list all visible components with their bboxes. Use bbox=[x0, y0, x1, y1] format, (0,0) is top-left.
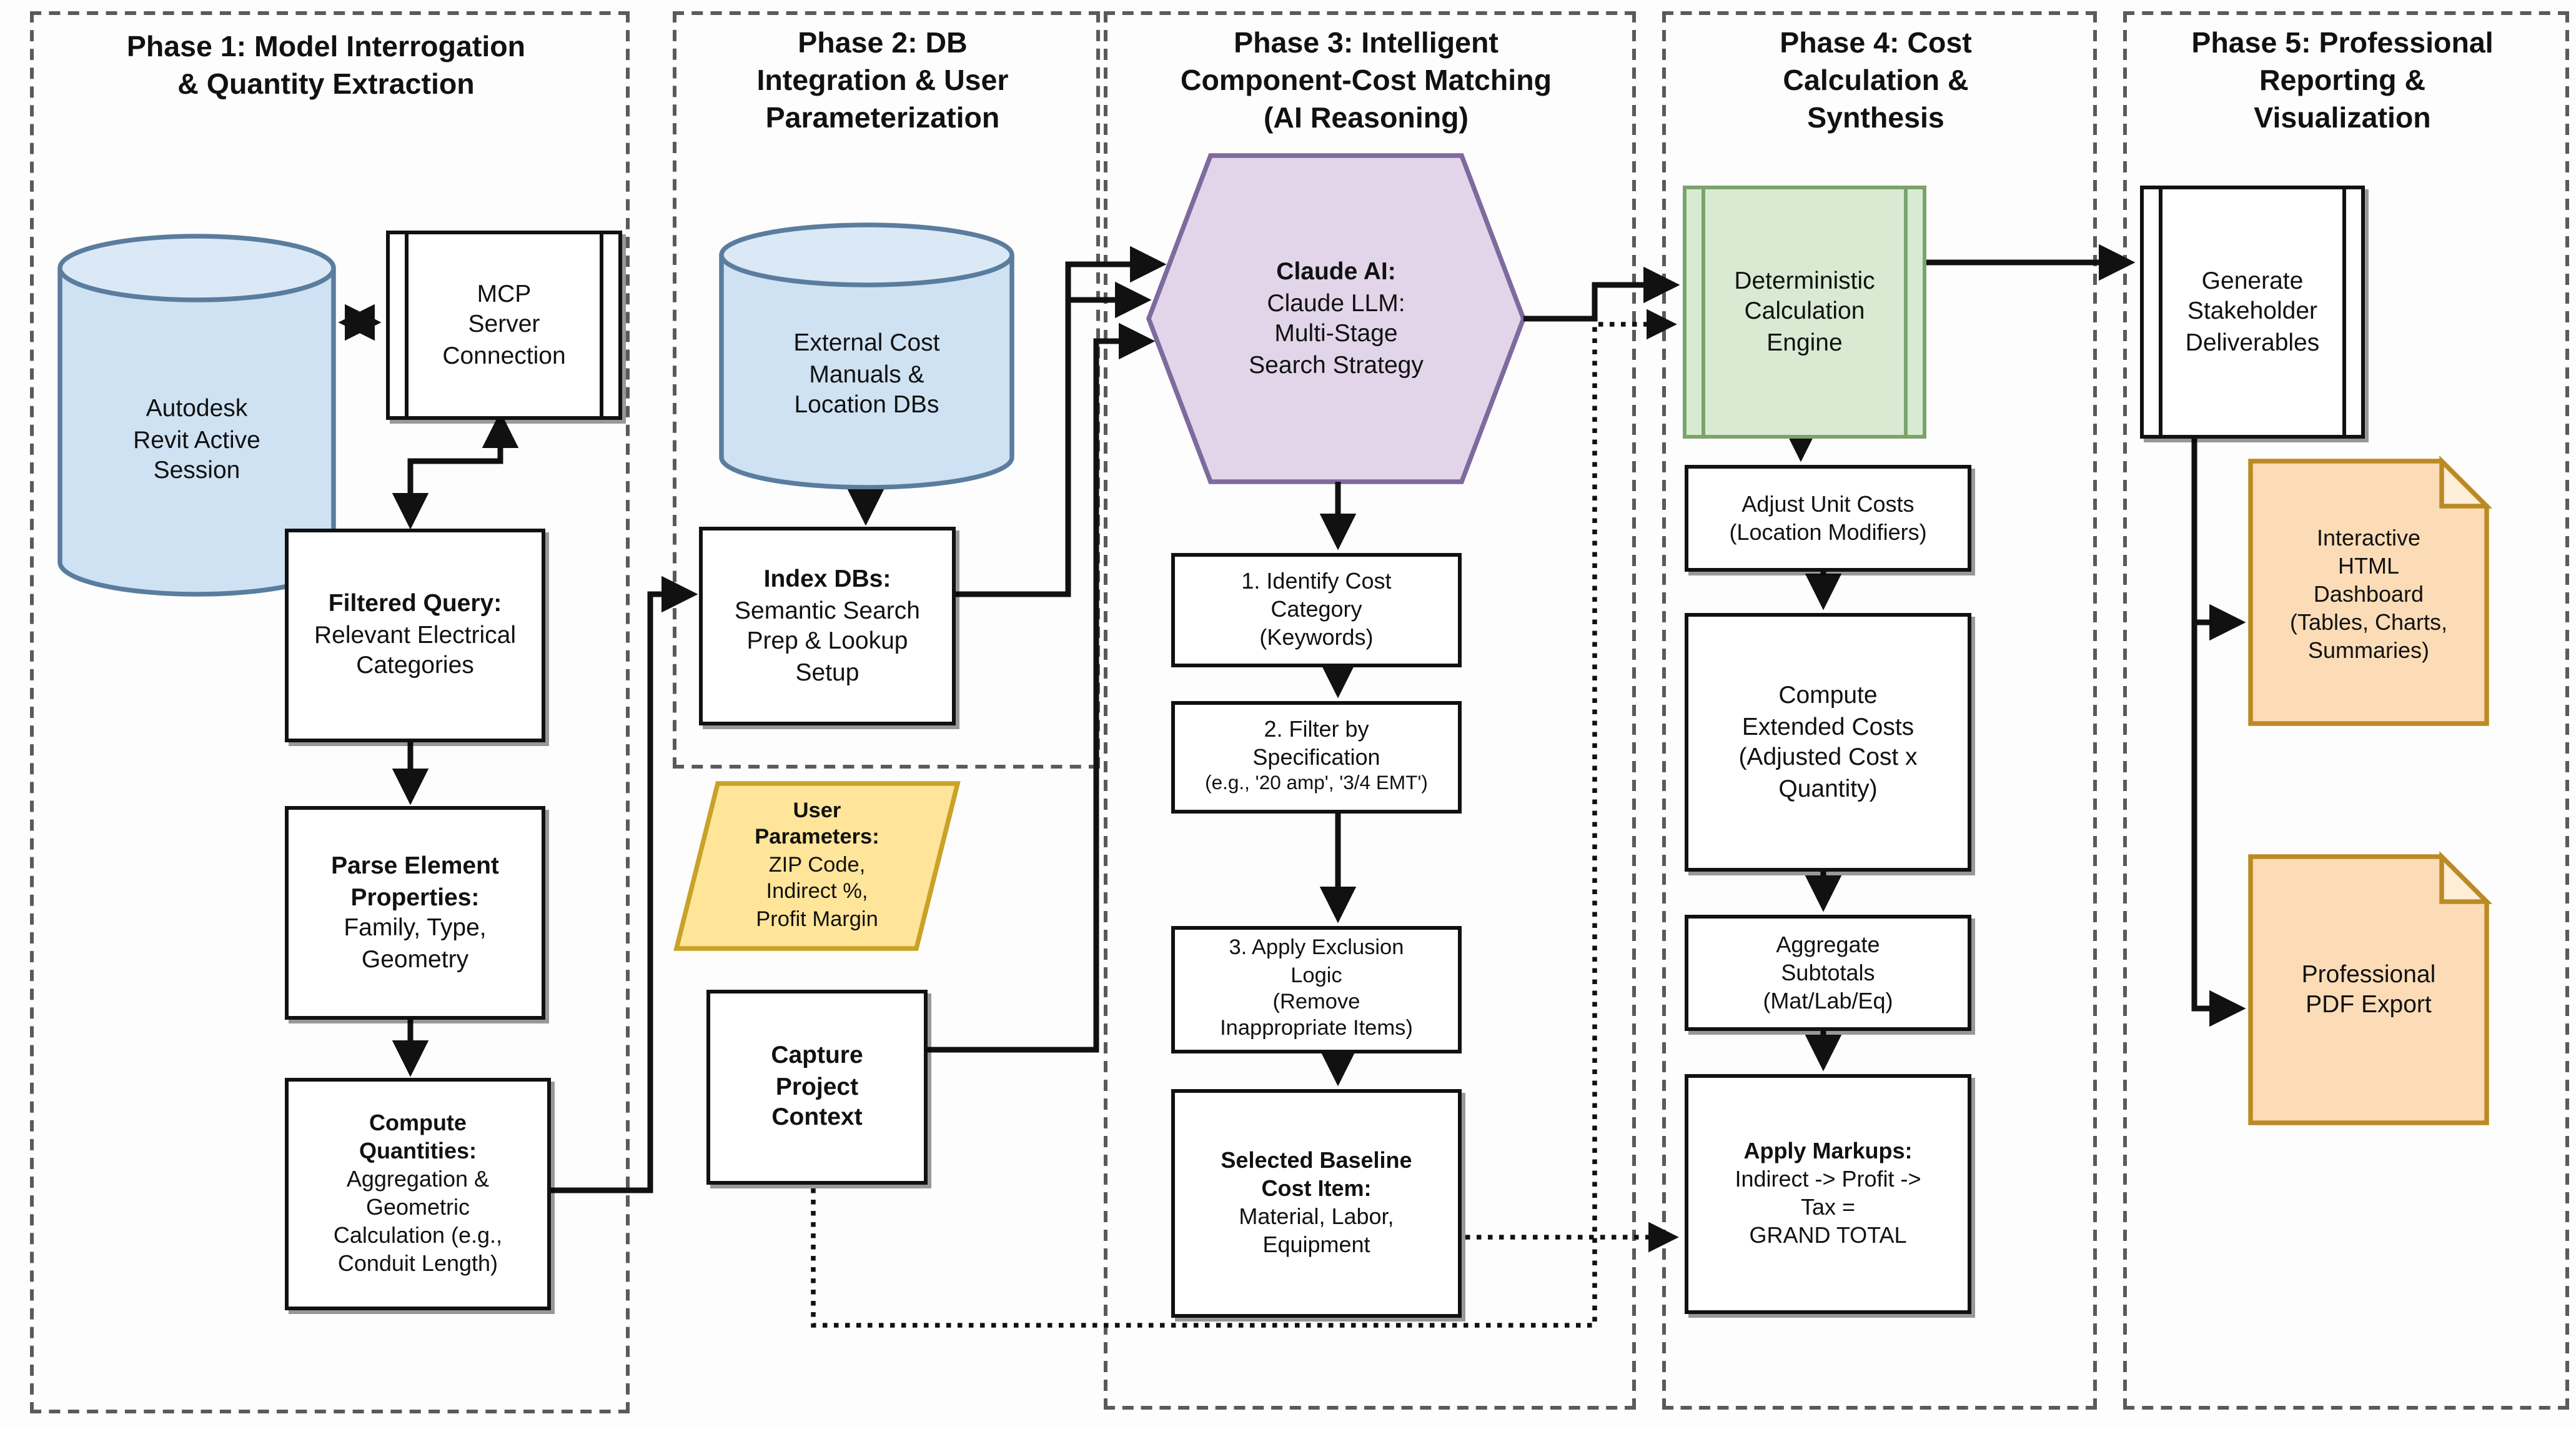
phase-1-title: Phase 1: Model Interrogation& Quantity E… bbox=[126, 32, 526, 101]
apply-markups-box: Apply Markups: Indirect -> Profit ->Tax … bbox=[1685, 1074, 1971, 1314]
adjust-unit-costs-box: Adjust Unit Costs(Location Modifiers) bbox=[1685, 465, 1971, 572]
phase-5-container bbox=[2123, 11, 2569, 1410]
